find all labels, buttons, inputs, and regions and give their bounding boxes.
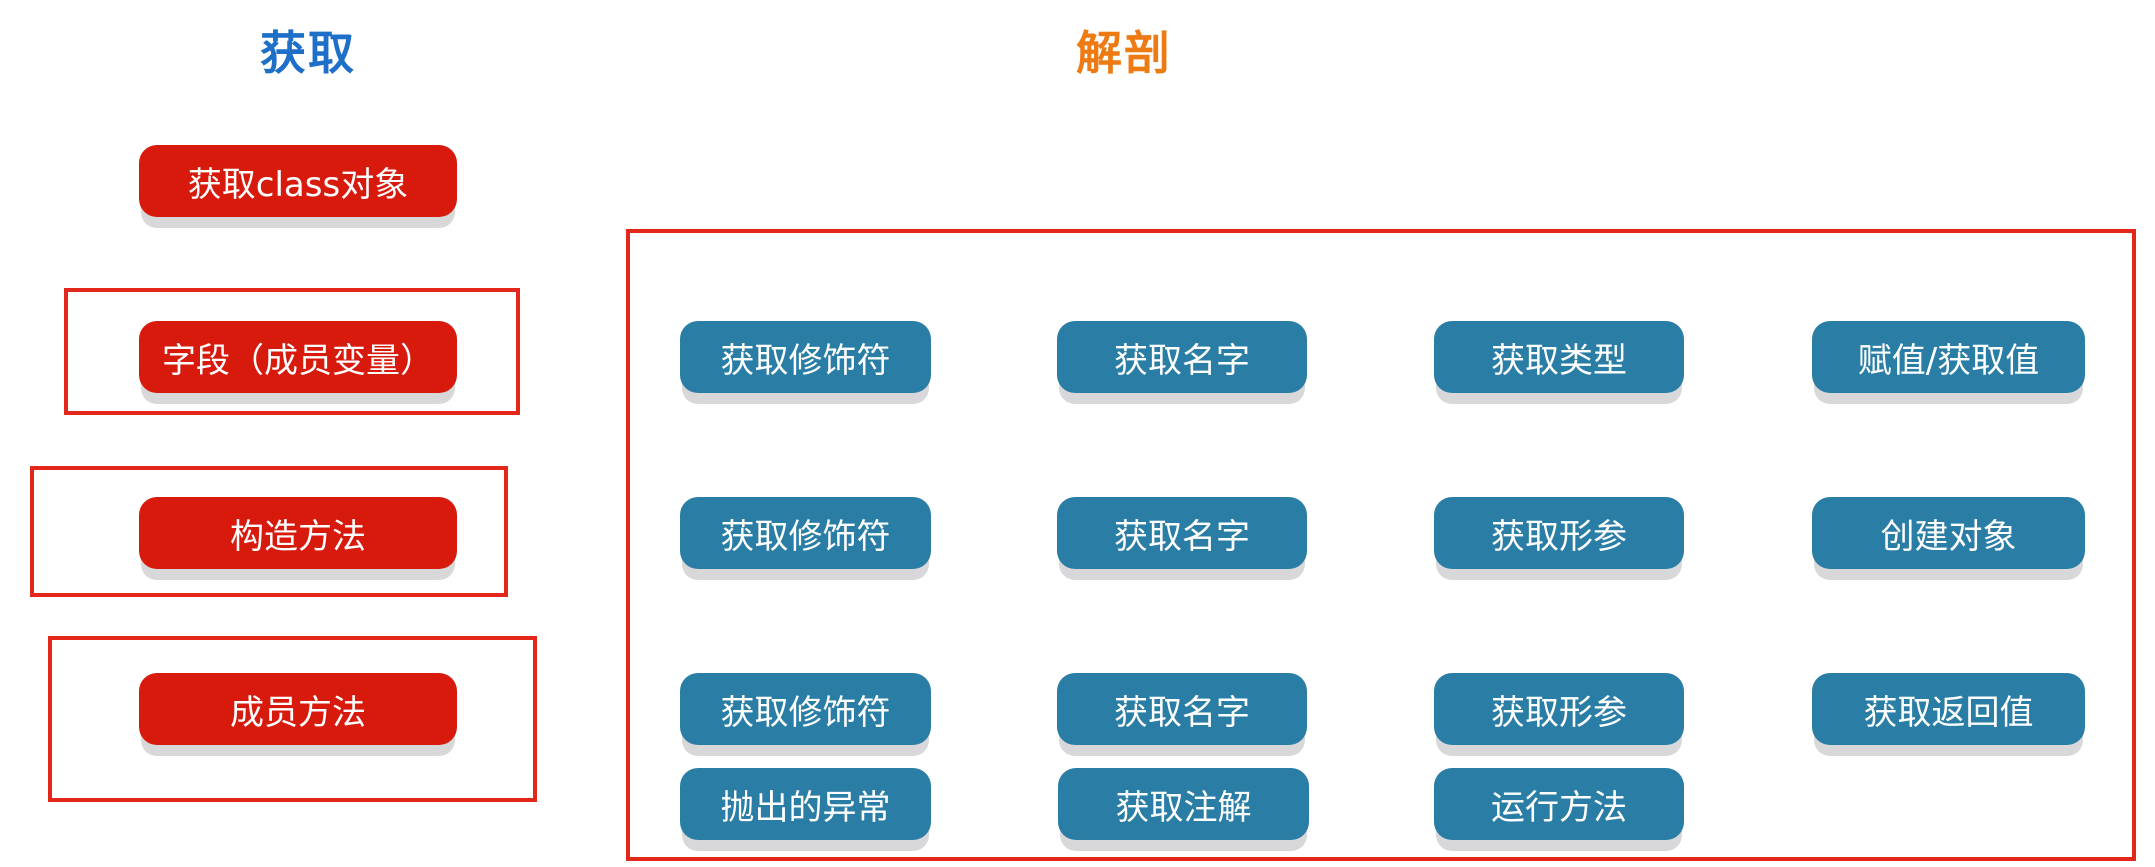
constructor-create-object-button[interactable]: 创建对象 [1812, 497, 2085, 569]
method-get-modifiers-button[interactable]: 获取修饰符 [680, 673, 931, 745]
heading-dissect: 解剖 [1076, 26, 1172, 80]
get-class-object-button[interactable]: 获取class对象 [139, 145, 457, 217]
frame-field [64, 288, 520, 415]
constructor-get-name-button[interactable]: 获取名字 [1057, 497, 1307, 569]
method-thrown-exceptions-button[interactable]: 抛出的异常 [680, 768, 931, 840]
constructor-get-modifiers-button[interactable]: 获取修饰符 [680, 497, 931, 569]
member-method-button[interactable]: 成员方法 [139, 673, 457, 745]
method-get-annotations-button[interactable]: 获取注解 [1058, 768, 1309, 840]
heading-get: 获取 [260, 26, 356, 80]
field-member-variable-button[interactable]: 字段（成员变量） [139, 321, 457, 393]
frame-member-method [48, 636, 537, 802]
constructor-get-params-button[interactable]: 获取形参 [1434, 497, 1684, 569]
field-get-type-button[interactable]: 获取类型 [1434, 321, 1684, 393]
method-get-params-button[interactable]: 获取形参 [1434, 673, 1684, 745]
method-get-return-value-button[interactable]: 获取返回值 [1812, 673, 2085, 745]
field-get-name-button[interactable]: 获取名字 [1057, 321, 1307, 393]
frame-dissect-area [626, 229, 2136, 861]
field-set-get-value-button[interactable]: 赋值/获取值 [1812, 321, 2085, 393]
method-run-method-button[interactable]: 运行方法 [1434, 768, 1684, 840]
constructor-button[interactable]: 构造方法 [139, 497, 457, 569]
method-get-name-button[interactable]: 获取名字 [1057, 673, 1307, 745]
field-get-modifiers-button[interactable]: 获取修饰符 [680, 321, 931, 393]
frame-constructor [30, 466, 508, 597]
